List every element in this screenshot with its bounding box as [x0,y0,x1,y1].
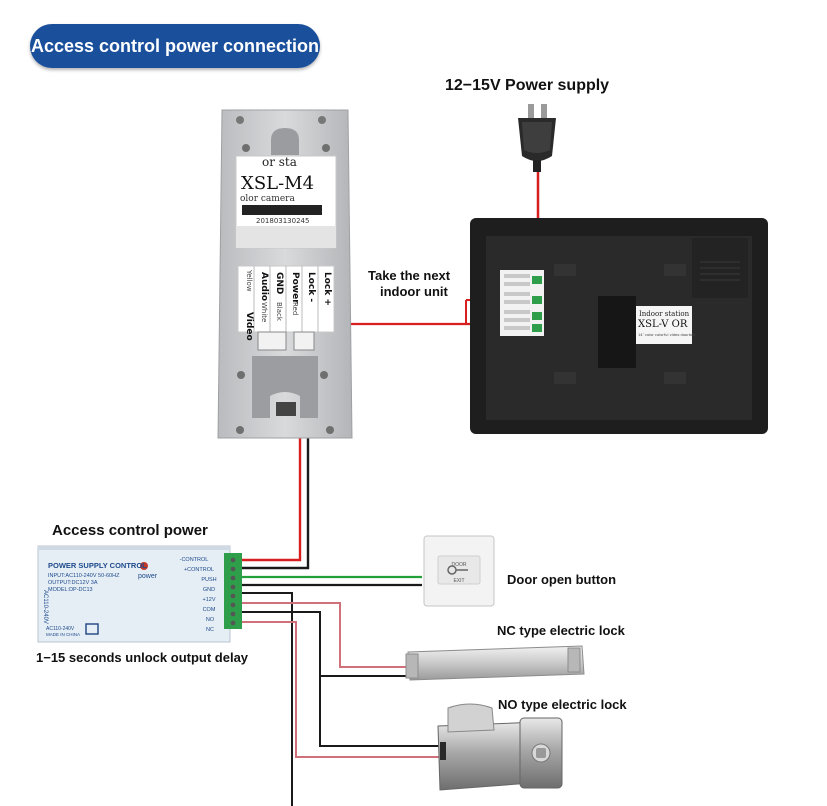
section-title: Access control power connection [30,24,320,68]
terminal-lock-plus: Lock + [322,272,332,306]
power-supply-box [37,545,242,643]
psu-term-12v: +12V [203,597,216,603]
psu-bottom-2: MADE IN CHINA [46,632,80,637]
psu-title: POWER SUPPLY CONTROL [48,561,147,570]
wire-pink-no [242,621,440,758]
psu-term-pos-control: +CONTROL [184,567,214,573]
take-next-label-line1: Take the next [368,268,451,283]
psu-spec-1: INPUT:AC110-240V 50-60HZ [48,573,120,579]
psu-term-no: NO [206,617,215,623]
wire-black-com [242,611,410,677]
exit-button-bottom: EXIT [453,578,464,584]
psu-spec-3: MODEL:DP-DC13 [48,587,93,593]
indoor-station-text: Indoor station XSL-V OR 14″ color colorf… [638,310,695,337]
terminal-lock-minus: Lock - [306,272,316,302]
power-adapter [518,104,556,172]
outdoor-sub: olor camera [240,194,295,204]
outdoor-serial: 201803130245 [256,217,309,225]
no-lock-label: NO type electric lock [498,697,627,712]
wire-pink-com-nc [242,602,410,668]
take-next-label-line2: indoor unit [380,284,448,299]
wire-color-red: Red [291,302,299,315]
outdoor-model: XSL-M4 [241,173,314,194]
indoor-label-line1: Indoor station [639,310,690,318]
psu-side-text: AC110-240V [42,590,48,624]
door-open-button-label: Door open button [507,572,617,587]
outdoor-label-top: or sta [262,155,297,169]
door-exit-button [423,535,495,607]
indoor-model: XSL-V OR [638,319,688,330]
wire-color-white: White [260,302,268,322]
terminal-audio: Audio [259,272,269,301]
wire-color-black: Black [275,302,283,322]
power-supply-text: POWER SUPPLY CONTROL power INPUT:AC110-2… [42,557,217,637]
outdoor-station [217,109,353,439]
psu-term-gnd: GND [203,587,215,593]
exit-button-top: DOOR [452,562,467,568]
outdoor-barcode [242,205,322,215]
psu-term-push: PUSH [201,577,216,583]
nc-lock-label: NC type electric lock [497,623,625,638]
nc-electric-lock [405,645,585,681]
no-electric-lock [437,703,563,791]
terminal-gnd: GND [274,272,284,294]
terminal-video: Video [244,312,254,341]
unlock-delay-label: 1−15 seconds unlock output delay [36,650,249,665]
wire-black-12v [242,592,293,806]
psu-term-com: COM [203,607,216,613]
wire-color-yellow: Yellow [245,269,253,292]
indoor-station [470,218,768,434]
wire-black-no [319,676,440,747]
access-control-power-label: Access control power [52,522,208,539]
power-supply-label: 12−15V Power supply [445,77,610,94]
terminal-power: Power [290,272,300,304]
psu-power-word: power [138,573,158,580]
outdoor-station-text: or sta XSL-M4 olor camera 201803130245 V… [240,155,332,341]
door-exit-text: DOOR EXIT [452,562,467,584]
psu-term-neg-control: -CONTROL [180,557,209,563]
psu-bottom-1: AC110-240V [46,626,75,632]
psu-term-nc: NC [206,627,214,633]
psu-spec-2: OUTPUT:DC12V 3A [48,580,98,586]
power-led [140,562,148,570]
indoor-sub-line: 14″ color colorful video doorbell [638,333,695,337]
